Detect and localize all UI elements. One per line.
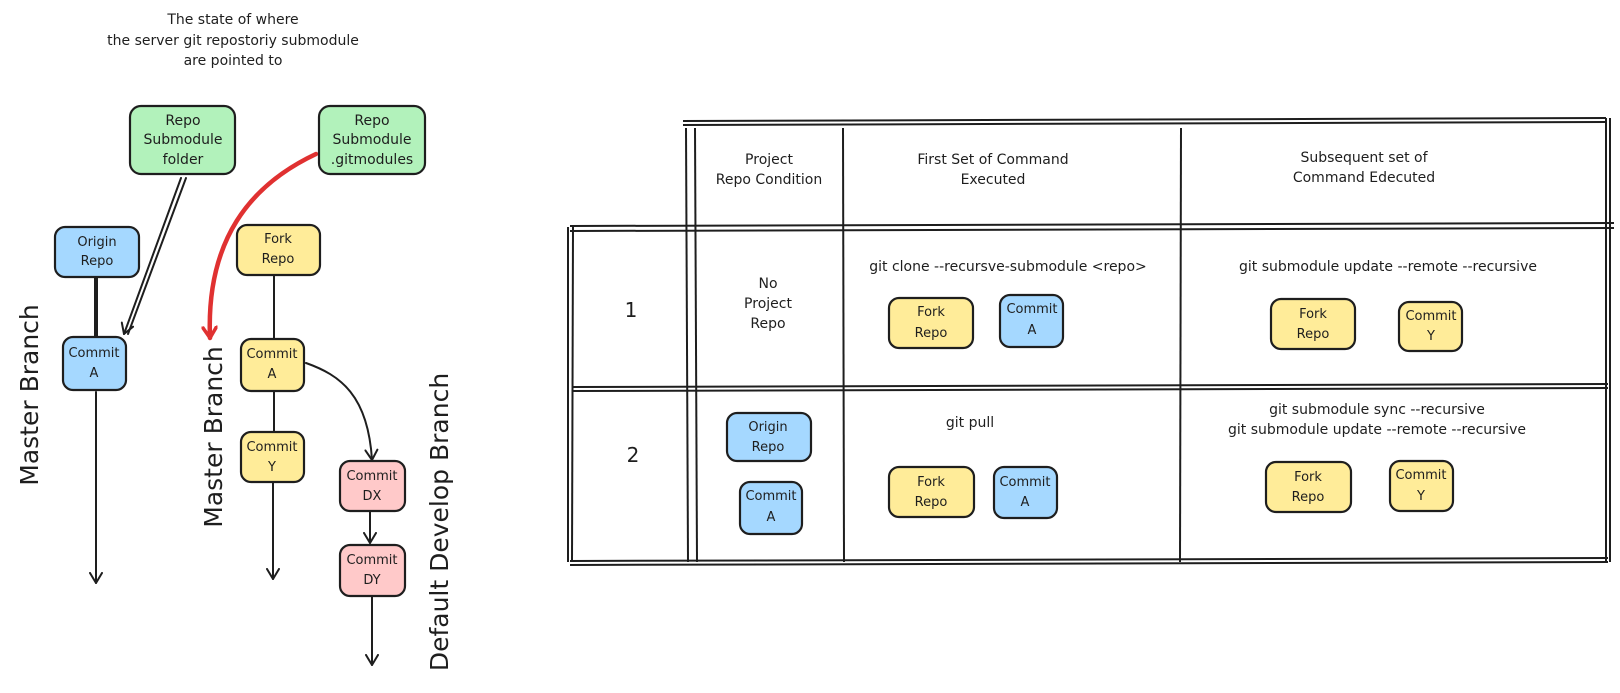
table-row-2: 2 Origin Repo Commit A git pull Fork Rep… xyxy=(627,402,1526,536)
row-commit-a-node: Commit A xyxy=(998,293,1065,349)
svg-text:Repo: Repo xyxy=(1297,327,1330,342)
row-number: 2 xyxy=(627,443,640,467)
row-commit-y-node: Commit Y xyxy=(1397,300,1464,353)
folder-to-commit-arrow xyxy=(120,177,182,335)
row-commit-y-node: Commit Y xyxy=(1388,459,1455,513)
svg-text:Repo: Repo xyxy=(354,113,389,129)
svg-text:Subsequent set of: Subsequent set of xyxy=(1300,150,1428,166)
table-row-1: 1 No Project Repo git clone --recursve-s… xyxy=(625,259,1537,353)
develop-branch-label: Default Develop Branch xyxy=(425,373,454,671)
svg-text:git submodule sync --recursive: git submodule sync --recursive xyxy=(1269,402,1485,418)
svg-text:Commit: Commit xyxy=(745,489,796,504)
svg-text:git submodule update --remote: git submodule update --remote --recursiv… xyxy=(1228,422,1526,438)
svg-text:A: A xyxy=(268,367,277,382)
fork-repo-node: Fork Repo xyxy=(235,223,322,277)
row-fork-repo-node: Fork Repo xyxy=(887,465,976,519)
svg-text:Submodule: Submodule xyxy=(332,132,411,148)
svg-text:Origin: Origin xyxy=(77,235,116,250)
svg-text:.gitmodules: .gitmodules xyxy=(331,152,413,168)
row-condition-text: No Project Repo xyxy=(744,276,792,332)
svg-text:Commit: Commit xyxy=(1006,302,1057,317)
svg-text:Repo: Repo xyxy=(915,495,948,510)
svg-text:Repo Condition: Repo Condition xyxy=(716,172,822,188)
first-command-text: git clone --recursve-submodule <repo> xyxy=(869,259,1146,275)
svg-text:A: A xyxy=(90,366,99,381)
subsequent-command-text: git submodule update --remote --recursiv… xyxy=(1239,259,1537,275)
header-subsequent-commands: Subsequent set of Command Edecuted xyxy=(1293,150,1435,186)
svg-text:No: No xyxy=(758,276,777,292)
commit-dy-node: Commit DY xyxy=(338,543,407,598)
svg-text:DX: DX xyxy=(363,489,382,504)
annotation-line-1: The state of where xyxy=(166,12,298,28)
row-fork-repo-node-subsequent: Fork Repo xyxy=(1269,297,1357,351)
header-condition: Project Repo Condition xyxy=(716,152,822,188)
svg-text:Repo: Repo xyxy=(752,440,785,455)
svg-text:A: A xyxy=(767,510,776,525)
svg-text:Commit: Commit xyxy=(68,346,119,361)
repo-submodule-folder-node: Repo Submodule folder xyxy=(128,104,237,176)
svg-text:folder: folder xyxy=(163,152,204,168)
annotation-line-2: the server git repostoriy submodule xyxy=(107,33,359,49)
row-commit-a-node-condition: Commit A xyxy=(738,480,804,536)
svg-text:A: A xyxy=(1021,495,1030,510)
svg-text:Project: Project xyxy=(744,296,792,312)
branch-lines xyxy=(89,151,379,666)
svg-text:Commit: Commit xyxy=(346,469,397,484)
fork-commit-a-node: Commit A xyxy=(239,337,306,393)
svg-text:Fork: Fork xyxy=(1294,470,1322,485)
svg-text:First Set of Command: First Set of Command xyxy=(917,152,1068,168)
svg-text:Commit: Commit xyxy=(1395,468,1446,483)
develop-branch-arrow xyxy=(305,362,379,461)
svg-text:Commit: Commit xyxy=(1405,309,1456,324)
svg-text:Repo: Repo xyxy=(165,113,200,129)
svg-text:Repo: Repo xyxy=(81,254,114,269)
svg-text:Repo: Repo xyxy=(1292,490,1325,505)
annotation-line-3: are pointed to xyxy=(184,53,283,69)
svg-text:Repo: Repo xyxy=(750,316,785,332)
row-number: 1 xyxy=(625,298,638,322)
table-grid xyxy=(567,117,1615,566)
svg-text:Commit: Commit xyxy=(999,475,1050,490)
fork-master-branch-label: Master Branch xyxy=(199,346,228,528)
svg-text:Project: Project xyxy=(745,152,793,168)
svg-text:Submodule: Submodule xyxy=(143,132,222,148)
svg-text:DY: DY xyxy=(363,573,380,588)
gitmodules-red-arrow xyxy=(210,151,319,341)
svg-text:Repo: Repo xyxy=(262,252,295,267)
origin-commit-a-node: Commit A xyxy=(61,335,128,392)
repo-submodule-gitmodules-node: Repo Submodule .gitmodules xyxy=(317,104,427,176)
svg-text:Executed: Executed xyxy=(961,172,1026,188)
subsequent-command-text: git submodule sync --recursive git submo… xyxy=(1228,402,1526,438)
first-command-text: git pull xyxy=(946,415,994,431)
svg-text:Y: Y xyxy=(1416,489,1425,504)
header-first-commands: First Set of Command Executed xyxy=(917,152,1068,188)
row-origin-repo-node: Origin Repo xyxy=(725,411,813,463)
commit-dx-node: Commit DX xyxy=(338,459,407,513)
svg-text:Fork: Fork xyxy=(917,305,945,320)
svg-text:Command Edecuted: Command Edecuted xyxy=(1293,170,1435,186)
origin-master-branch-label: Master Branch xyxy=(15,304,44,486)
svg-text:Origin: Origin xyxy=(748,420,787,435)
svg-text:Commit: Commit xyxy=(246,440,297,455)
svg-text:Fork: Fork xyxy=(1299,307,1327,322)
fork-commit-y-node: Commit Y xyxy=(239,430,306,484)
svg-text:Repo: Repo xyxy=(915,326,948,341)
svg-text:Commit: Commit xyxy=(246,347,297,362)
row-fork-repo-node: Fork Repo xyxy=(887,296,975,350)
folder-to-commit-arrow-double xyxy=(127,177,187,335)
svg-text:Fork: Fork xyxy=(917,475,945,490)
origin-repo-node: Origin Repo xyxy=(53,225,141,279)
svg-text:Y: Y xyxy=(1426,329,1435,344)
svg-text:Commit: Commit xyxy=(346,553,397,568)
row-fork-repo-node-subsequent: Fork Repo xyxy=(1264,460,1353,514)
row-commit-a-node: Commit A xyxy=(992,465,1059,520)
svg-text:A: A xyxy=(1028,323,1037,338)
svg-text:Y: Y xyxy=(267,460,276,475)
svg-text:Fork: Fork xyxy=(264,232,292,247)
annotation-text: The state of where the server git repost… xyxy=(107,12,359,69)
